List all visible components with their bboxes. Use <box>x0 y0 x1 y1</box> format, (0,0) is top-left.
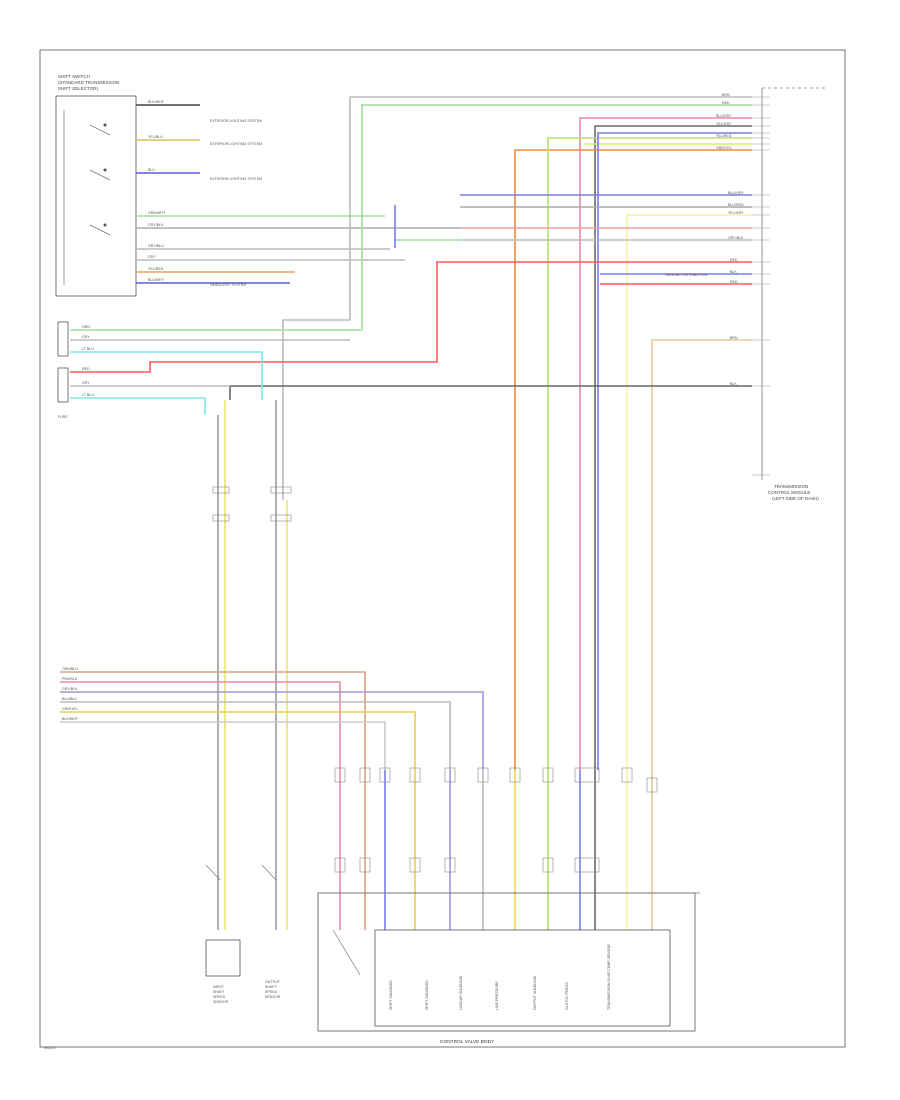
sw-note-3: EXTERIOR LIGHTING SYSTEM <box>210 177 262 181</box>
valve-drops <box>339 770 653 930</box>
sensor1-line2: SHAFT <box>213 990 226 994</box>
shift-switch-title-1: SHIFT SWITCH <box>58 74 90 79</box>
stack-label-3: GRY/BLK <box>62 687 78 691</box>
control-valve-body <box>317 892 696 1032</box>
tcm-caption-2: CONTROL MODULE <box>768 490 810 495</box>
sw-note-4: HEADLIGHT SYSTEM <box>210 283 246 287</box>
valve-label-6: CLUTCH PRESS <box>565 982 569 1010</box>
tcm-pin-5: YEL/RED <box>716 134 732 138</box>
shift-switch-title-3: SHIFT SELECTOR) <box>58 86 98 91</box>
sensor-wire-3: LT BLU <box>82 347 94 351</box>
sensor2-line1: OUTPUT <box>265 980 281 984</box>
valve-label-2: SHIFT SOLENOID <box>425 980 429 1010</box>
tcm-note: GROUND DISTRIBUTION <box>665 273 708 277</box>
tcm-pin-13: RED <box>730 280 738 284</box>
sensor-block-1 <box>57 321 69 357</box>
sensor-caption: FUSE <box>58 415 68 419</box>
tcm-pin-15: BLK <box>730 382 737 386</box>
tcm-pin-14: BRN <box>730 336 738 340</box>
sw-wire-4: GRN/WHT <box>148 211 166 215</box>
valve-inner-box <box>374 929 671 1027</box>
tcm-pin-4: YEL/GRY <box>716 122 732 126</box>
tcm-pin-12: BLK <box>730 270 737 274</box>
tcm-pin-1: BRN <box>722 93 730 97</box>
stack-label-1: ORN/BLU <box>62 667 78 671</box>
sensor2-line4: SENSOR <box>265 995 281 999</box>
stack-label-4: BLU/BLK <box>62 697 77 701</box>
sw-note-1: EXTERIOR LIGHTING SYSTEM <box>210 119 262 123</box>
input-speed-sensor <box>205 939 241 977</box>
tcm-pin-2: RED <box>722 101 730 105</box>
tcm-pin-7: BLU/GRY <box>728 191 744 195</box>
valve-label-3: LOCKUP SOLENOID <box>459 975 463 1010</box>
sensor2-line2: SHAFT <box>265 985 278 989</box>
shift-switch-title-2: (STANDARD TRANSMISSION <box>58 80 119 85</box>
sensor-wire-5: GRY <box>82 381 90 385</box>
sensor-wire-6: LT BLU <box>82 393 94 397</box>
tcm-pin-6: GRN/YEL <box>716 146 732 150</box>
tcm-pin-10: GRY/BLK <box>728 236 744 240</box>
shift-switch-wires <box>136 104 460 284</box>
sensor-block-2 <box>57 367 69 403</box>
valve-body-caption: CONTROL VALVE BODY <box>440 1039 495 1045</box>
valve-label-5: OUTPUT SOLENOID <box>533 975 537 1010</box>
tcm-pin-9: YEL/GRY <box>728 211 744 215</box>
sw-wire-6: GRY/BLU <box>148 244 164 248</box>
sensor-wire-2: GRY <box>82 335 90 339</box>
valve-label-4: LINE PRESSURE <box>495 981 499 1010</box>
tcm-pin-ticks <box>752 96 770 476</box>
valve-label-1: SHIFT SOLENOID <box>389 980 393 1010</box>
sw-wire-8: YEL/RED <box>148 267 164 271</box>
valve-label-7: TRANSMISSION FLUID TEMP SENSOR <box>607 944 611 1010</box>
stack-label-6: BLK/WHT <box>62 717 79 721</box>
routing-wires <box>70 96 752 770</box>
stack-label-2: PNK/BLU <box>62 677 78 681</box>
sensor2-line3: SPEED <box>265 990 278 994</box>
shift-switch-box <box>55 95 137 297</box>
sensor-wire-1: GRN <box>82 325 90 329</box>
sw-wire-9: BLU/WHT <box>148 278 165 282</box>
tcm-caption-1: TRANSMISSION <box>774 484 808 489</box>
sw-wire-1: BLK/WHT <box>148 100 165 104</box>
left-wire-stack <box>60 671 484 770</box>
footer-code: W0000 <box>44 1046 55 1050</box>
sensor-drops <box>212 400 292 930</box>
sensor1-line4: SENSOR <box>213 1000 229 1004</box>
tcm-pin-3: BLU/GRY <box>716 114 732 118</box>
stack-label-5: GRN/YEL <box>62 707 78 711</box>
tcm-pin-8: BLU/RED <box>728 203 744 207</box>
valve-connector-marks <box>334 767 658 873</box>
sw-wire-5: GRY/BLK <box>148 223 164 227</box>
sw-wire-7: GRY <box>148 255 156 259</box>
sw-note-2: EXTERIOR LIGHTING SYSTEM <box>210 142 262 146</box>
sw-wire-2: YEL/BLU <box>148 135 163 139</box>
tcm-pin-11: RED <box>730 258 738 262</box>
diagram-frame <box>39 49 846 1048</box>
sensor-wire-4: RED <box>82 367 90 371</box>
sensor1-line1: INPUT <box>213 985 225 989</box>
sensor1-line3: SPEED <box>213 995 226 999</box>
sw-wire-3: BLU <box>148 168 155 172</box>
tcm-caption-3: (LEFT SIDE OF DASH) <box>772 496 819 501</box>
